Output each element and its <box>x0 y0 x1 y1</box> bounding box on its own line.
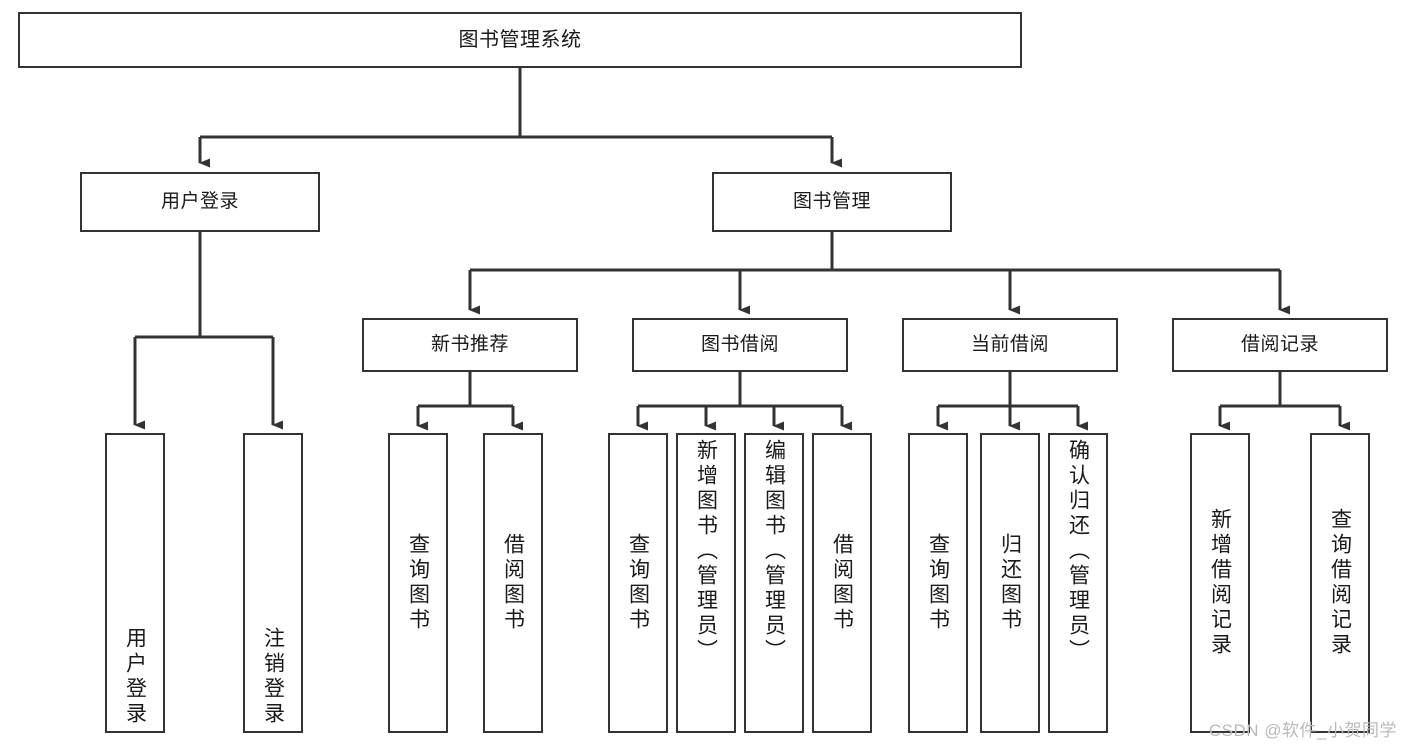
node-leaf-add-book-label: 新增图书（管理员） <box>694 439 718 664</box>
node-leaf-edit-book[interactable]: 编辑图书（管理员） <box>744 433 804 733</box>
node-leaf-query-book-2[interactable]: 查询图书 <box>608 433 668 733</box>
node-leaf-add-book[interactable]: 新增图书（管理员） <box>676 433 736 733</box>
node-root-label: 图书管理系统 <box>458 28 582 51</box>
node-current-borrow[interactable]: 当前借阅 <box>902 318 1118 372</box>
node-leaf-borrow-book-1-label: 借阅图书 <box>501 533 525 633</box>
node-book-borrow-label: 图书借阅 <box>700 334 779 356</box>
node-leaf-query-book-1[interactable]: 查询图书 <box>388 433 448 733</box>
csdn-watermark: CSDN @软件_小贺同学 <box>1208 721 1397 740</box>
node-leaf-query-book-1-label: 查询图书 <box>406 533 430 633</box>
node-book-borrow[interactable]: 图书借阅 <box>632 318 848 372</box>
node-leaf-query-book-3[interactable]: 查询图书 <box>908 433 968 733</box>
node-leaf-logout-label: 注销登录 <box>261 627 285 727</box>
node-new-book-rec-label: 新书推荐 <box>430 334 509 356</box>
node-user-login[interactable]: 用户登录 <box>80 172 320 232</box>
node-leaf-borrow-book-2[interactable]: 借阅图书 <box>812 433 872 733</box>
node-leaf-user-login[interactable]: 用户登录 <box>105 433 165 733</box>
node-leaf-edit-book-label: 编辑图书（管理员） <box>762 439 786 664</box>
node-leaf-borrow-book-1[interactable]: 借阅图书 <box>483 433 543 733</box>
node-leaf-return-book-label: 归还图书 <box>998 533 1022 633</box>
node-leaf-query-book-2-label: 查询图书 <box>626 533 650 633</box>
node-current-borrow-label: 当前借阅 <box>970 334 1049 356</box>
node-leaf-confirm-return[interactable]: 确认归还（管理员） <box>1048 433 1108 733</box>
node-borrow-record-label: 借阅记录 <box>1240 334 1319 356</box>
node-leaf-query-record[interactable]: 查询借阅记录 <box>1310 433 1370 733</box>
node-leaf-confirm-return-label: 确认归还（管理员） <box>1066 439 1090 664</box>
node-borrow-record[interactable]: 借阅记录 <box>1172 318 1388 372</box>
node-book-manage-label: 图书管理 <box>792 191 871 213</box>
node-new-book-rec[interactable]: 新书推荐 <box>362 318 578 372</box>
node-leaf-return-book[interactable]: 归还图书 <box>980 433 1040 733</box>
node-book-manage[interactable]: 图书管理 <box>712 172 952 232</box>
node-leaf-borrow-book-2-label: 借阅图书 <box>830 533 854 633</box>
node-leaf-query-book-3-label: 查询图书 <box>926 533 950 633</box>
node-leaf-query-record-label: 查询借阅记录 <box>1328 508 1352 658</box>
node-leaf-add-record[interactable]: 新增借阅记录 <box>1190 433 1250 733</box>
node-leaf-add-record-label: 新增借阅记录 <box>1208 508 1232 658</box>
node-leaf-user-login-label: 用户登录 <box>123 627 147 727</box>
node-root[interactable]: 图书管理系统 <box>18 12 1022 68</box>
node-leaf-logout[interactable]: 注销登录 <box>243 433 303 733</box>
node-user-login-label: 用户登录 <box>160 191 239 213</box>
